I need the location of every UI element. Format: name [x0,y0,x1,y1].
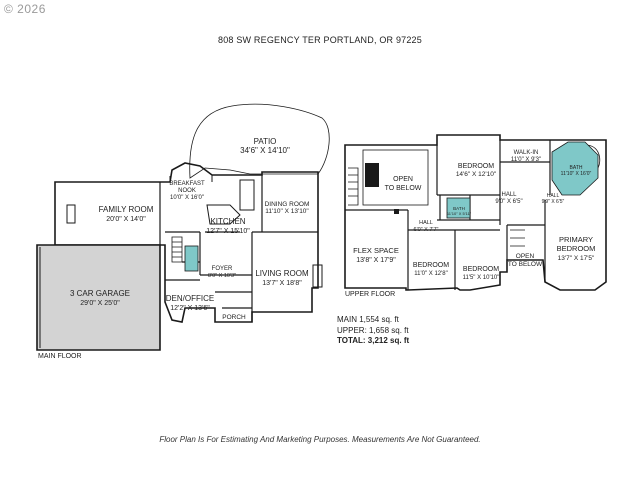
bath-primary-dims: 11'10" X 16'0" [561,171,592,177]
open-below-1-line1: OPEN [393,176,413,183]
nook-name-1: BREAKFAST [169,181,205,187]
kitchen-dims: 12'7" X 15'10" [206,228,250,235]
foyer-dims: 8'0" X 10'3" [208,273,236,279]
bedroom-1-name: BEDROOM [458,163,494,170]
living-room-name: LIVING ROOM [255,269,309,278]
nook-name-2: NOOK [178,188,196,194]
dining-room-dims: 11'10" X 13'10" [265,208,309,215]
kitchen-island [206,204,241,225]
bath-hall-name: BATH [453,206,465,211]
hall-2-dims: 9'9" X 6'5" [542,199,565,205]
main-floor-exterior-wall [54,162,319,323]
open-below-1-line2: TO BELOW [385,185,422,192]
open-below-2-line1: OPEN [516,253,535,260]
bedroom-3-name: BEDROOM [463,266,499,273]
stair-well-dark [365,163,379,187]
main-stairs [171,236,183,263]
kitchen-name: KITCHEN [210,217,245,226]
living-room-dims: 13'7" X 18'8" [262,280,302,287]
bath-primary-name: BATH [570,165,583,171]
property-address: 808 SW REGENCY TER PORTLAND, OR 97225 [218,35,422,45]
flex-space-dims: 13'8" X 17'9" [356,257,396,264]
hall-bath-fill [446,197,471,219]
hall-1-dims: 9'0" X 6'5" [495,199,522,205]
garage-dims: 29'0" X 25'0" [80,300,120,307]
main-floor-label: MAIN FLOOR [38,353,82,360]
disclaimer: Floor Plan Is For Estimating And Marketi… [159,435,481,444]
den-office-dims: 12'2" X 13'6" [170,305,210,312]
primary-bedroom-line1: PRIMARY [559,235,593,244]
hall-3-name: HALL [419,220,433,226]
garage-name: 3 CAR GARAGE [70,289,130,298]
area-summary: MAIN 1,554 sq. ft UPPER: 1,658 sq. ft TO… [337,315,409,347]
open-below-2-line2: TO BELOW [508,261,543,268]
upper-stairs [348,167,525,247]
bath-hall-dims: 11'10" X 5'11" [447,211,472,216]
flex-space-name: FLEX SPACE [353,246,399,255]
bedroom-1-dims: 14'6" X 12'10" [456,171,497,178]
powder-bath-fill [184,245,199,272]
walk-in-name: WALK-IN [514,150,539,156]
total-area: TOTAL: 3,212 sq. ft [337,336,410,345]
kitchen-counter [239,179,255,211]
primary-bath-fill [551,141,599,196]
primary-bedroom-line2: BEDROOM [557,244,596,253]
fireplace-family-room [66,204,76,224]
den-office-name: DEN/OFFICE [166,294,214,303]
hall-3-dims: 6'0" X 7'7" [414,227,439,233]
upper-area: UPPER: 1,658 sq. ft [337,325,409,335]
upper-floor-label: UPPER FLOOR [345,291,395,298]
copyright-watermark: © 2026 [4,2,46,16]
bedroom-2-dims: 11'0" X 12'8" [414,271,447,277]
patio-dims: 34'6" X 14'10" [240,146,290,155]
walk-in-dims: 11'0" X 9'3" [511,157,541,163]
nook-dims: 10'0" X 16'0" [170,195,204,201]
family-room-dims: 20'0" X 14'0" [106,216,146,223]
family-room-name: FAMILY ROOM [99,205,154,214]
bedroom-3-dims: 11'5" X 10'10" [463,275,500,281]
open-to-below-void-1 [362,149,429,206]
porch-name: PORCH [222,314,246,321]
hall-2-name: HALL [547,193,560,199]
main-area: MAIN 1,554 sq. ft [337,315,399,324]
dining-room-name: DINING ROOM [265,201,310,208]
patio-outline [189,103,330,179]
primary-bedroom-dims: 13'7" X 17'5" [558,255,595,262]
nook-bay-wall [169,175,213,182]
patio-name: PATIO [254,137,277,146]
garage-door-marks [36,245,41,350]
hall-1-name: HALL [501,192,517,198]
foyer-name: FOYER [212,266,233,272]
bedroom-2-name: BEDROOM [413,262,449,269]
fireplace-living-room [312,264,323,288]
post-upper [394,209,399,214]
